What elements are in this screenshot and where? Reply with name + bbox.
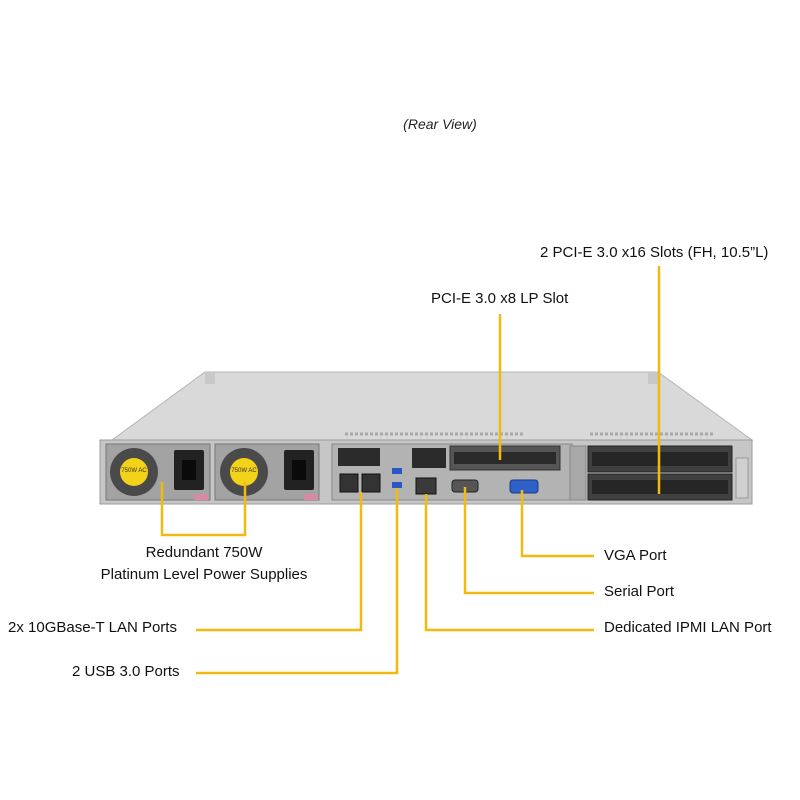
view-caption: (Rear View): [403, 116, 477, 132]
chassis-latch: [735, 457, 749, 499]
callout-vga: VGA Port: [604, 547, 667, 564]
mounting-ear-right: [648, 372, 658, 384]
callout-lan-10g: 2x 10GBase-T LAN Ports: [8, 619, 177, 636]
psu-1-fan-label: 750W AC: [121, 468, 147, 474]
io-vent-grid-2: [412, 448, 446, 468]
psu-2-fan-label: 750W AC: [231, 468, 257, 474]
leader-usb: [196, 488, 399, 675]
callout-usb: 2 USB 3.0 Ports: [72, 663, 180, 680]
leader-vga: [520, 490, 594, 558]
vga-port: [509, 479, 539, 494]
lan-10g-port-1: [339, 473, 359, 493]
pcie-x16-slot-bracket: [569, 445, 587, 501]
callout-ipmi: Dedicated IPMI LAN Port: [604, 619, 772, 636]
callout-serial: Serial Port: [604, 583, 675, 600]
usb-port-2: [392, 482, 402, 488]
leader-lan-10g: [196, 492, 363, 632]
callout-leaders: [160, 266, 661, 675]
leader-psu: [160, 482, 247, 537]
callout-pcie-x16: 2 PCI-E 3.0 x16 Slots (FH, 10.5”L): [540, 244, 769, 261]
mounting-ear-left: [205, 372, 215, 384]
callout-psu-line1: Redundant 750W: [145, 544, 263, 561]
io-vent-grid: [338, 448, 380, 466]
psu-handle: [194, 494, 208, 500]
leader-ipmi: [424, 494, 594, 632]
power-supply-1: 750W AC: [105, 443, 211, 501]
callout-pcie-x8: PCI-E 3.0 x8 LP Slot: [431, 290, 569, 307]
psu-handle: [304, 494, 318, 500]
ipmi-lan-port: [415, 477, 437, 495]
leader-serial: [463, 487, 594, 595]
usb-port-1: [392, 468, 402, 474]
callout-psu-line2: Platinum Level Power Supplies: [100, 566, 308, 583]
power-supply-2: 750W AC: [214, 443, 320, 501]
lan-10g-port-2: [361, 473, 381, 493]
